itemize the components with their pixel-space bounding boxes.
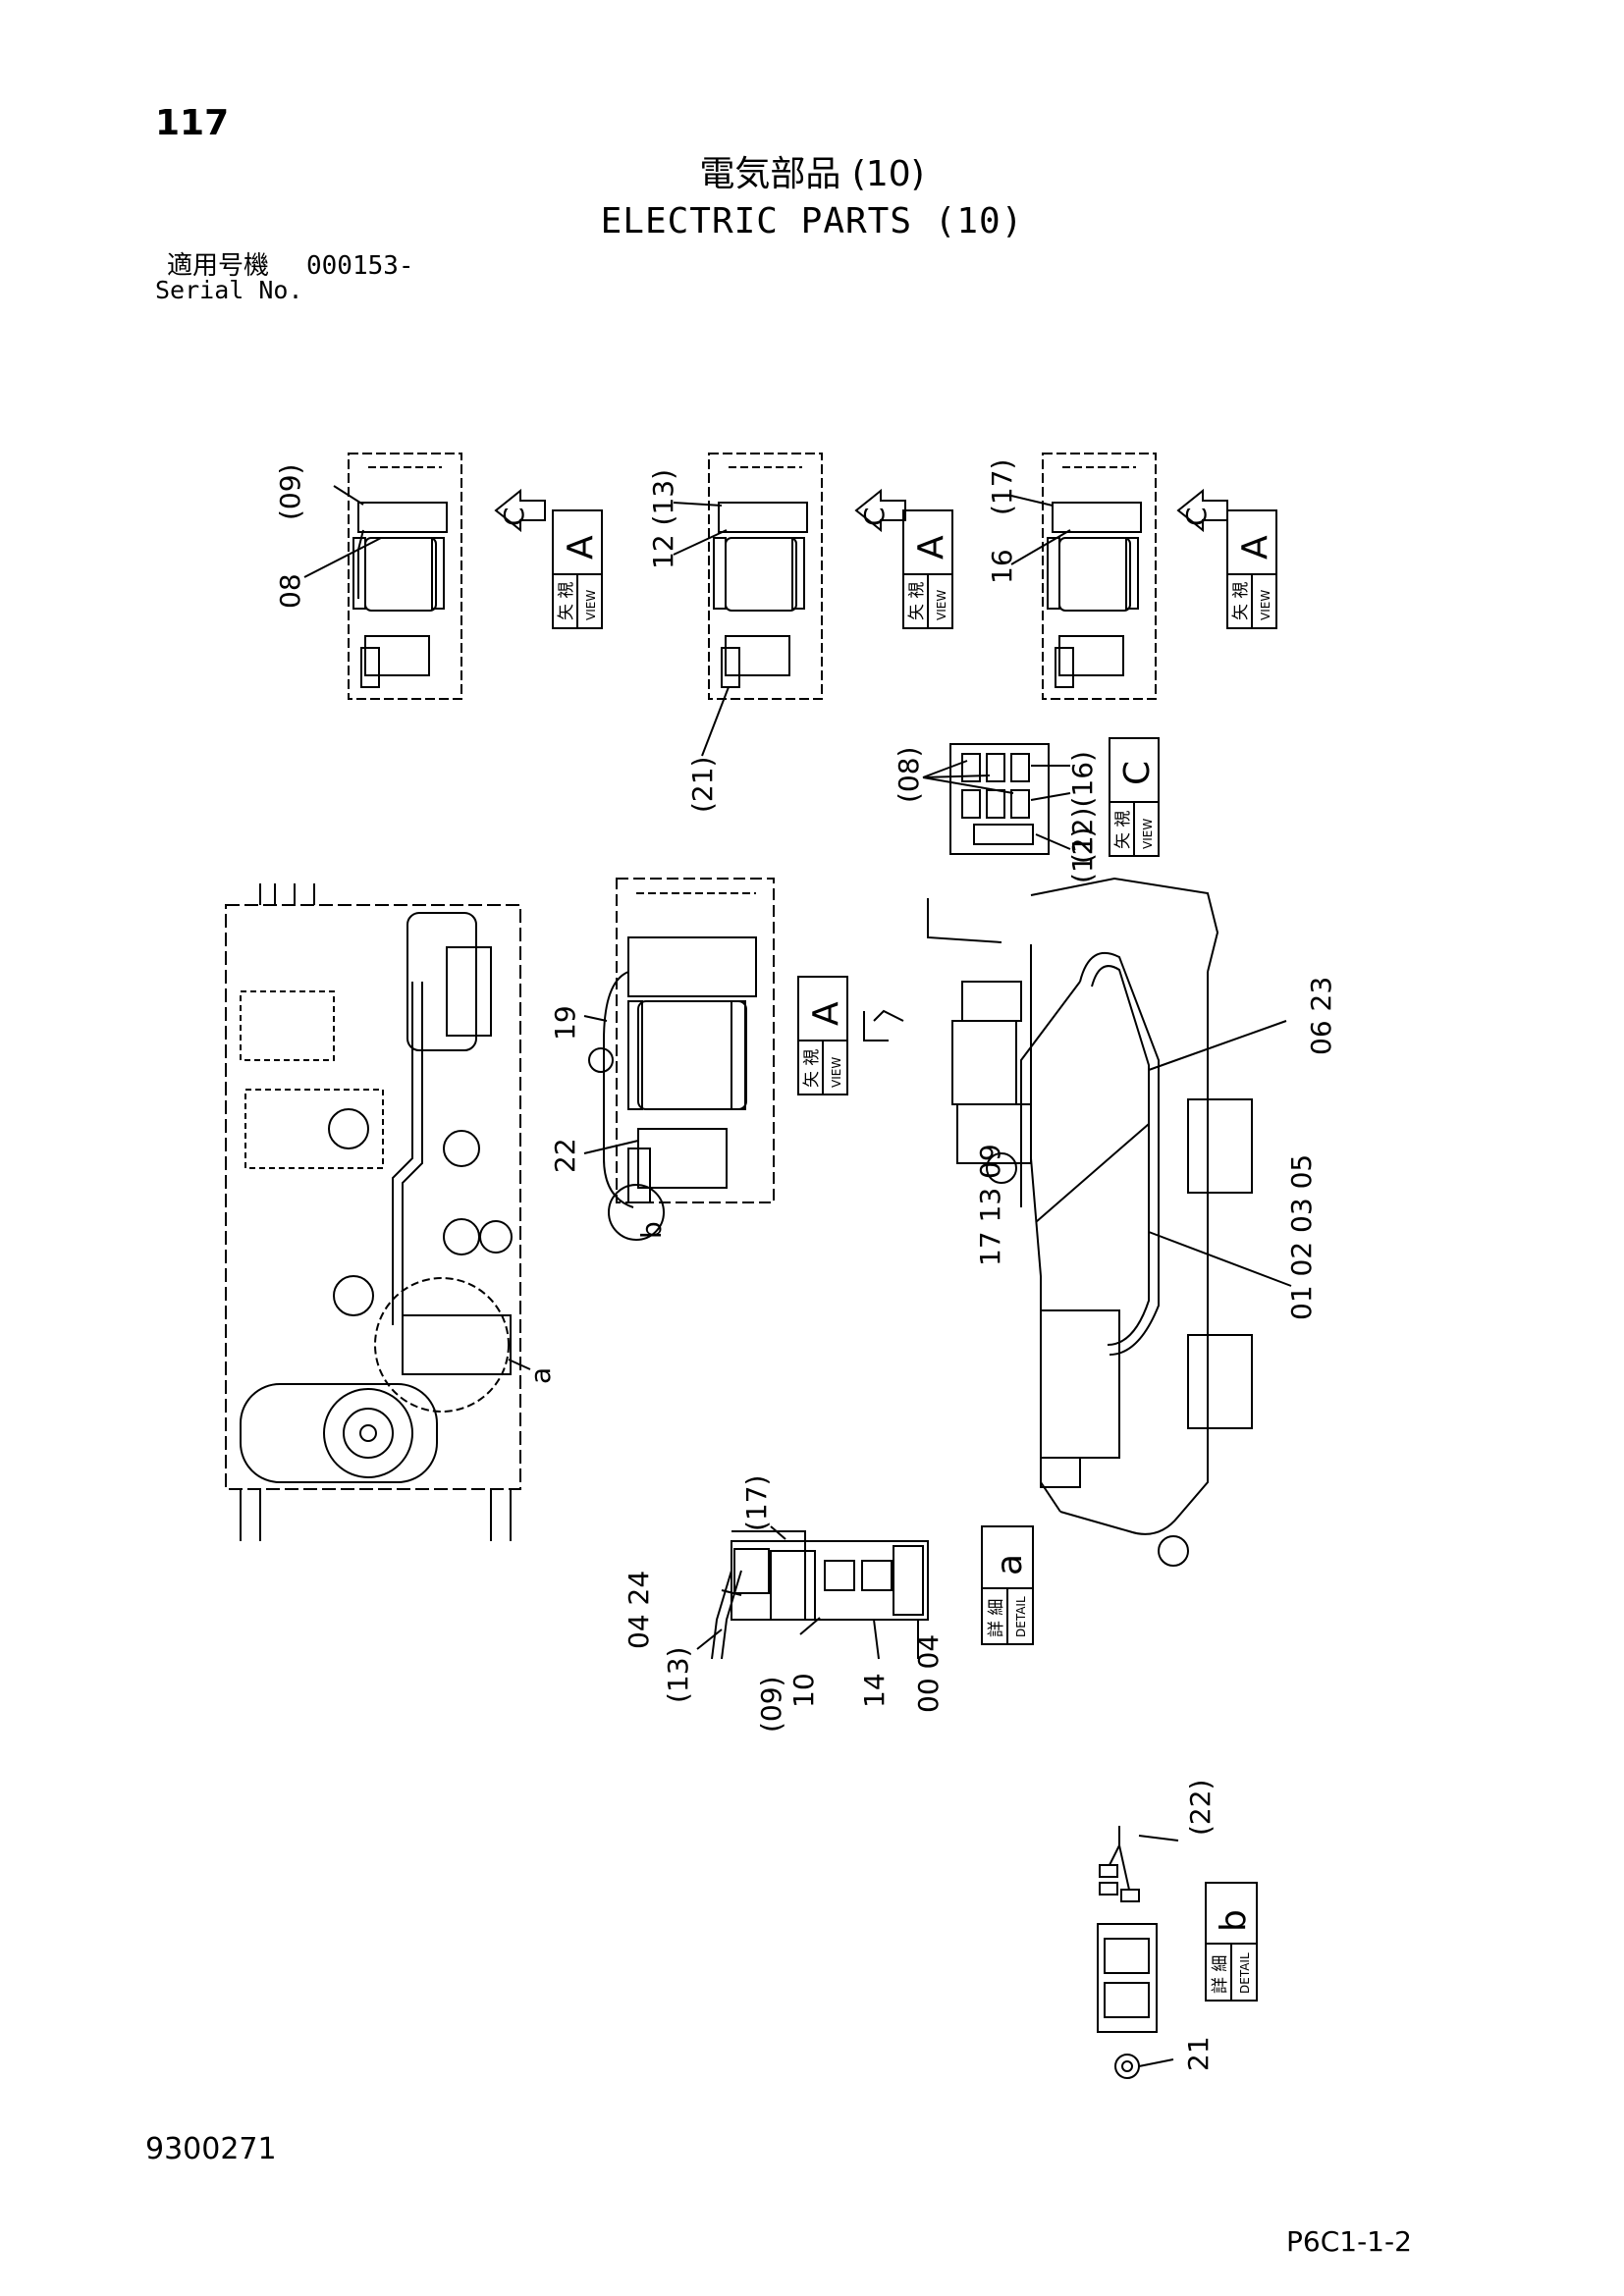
detail-a-letter: a [990, 1554, 1030, 1575]
view-c-kanji: 矢 視 [1113, 811, 1133, 849]
view-a-main-caption: VIEW [830, 1057, 843, 1088]
iso-callout-06-23: 06 23 [1305, 977, 1337, 1055]
detail-b-kanji: 詳 細 [1211, 1955, 1230, 1994]
view-a-3-kanji: 矢 視 [1231, 582, 1251, 620]
detail-a-callout-13: (13) [662, 1647, 694, 1703]
detail-a-callout-00-04: 00 04 [912, 1634, 945, 1713]
iso-callout-17-13-09: 17 13 09 [974, 1144, 1006, 1266]
view-a-3-callout-17: (17) [986, 459, 1018, 515]
detail-b-callout-22: (22) [1184, 1780, 1217, 1836]
view-a-1: (09) 08 C A 矢 視 VIEW [274, 453, 603, 700]
iso-frame-view: 06 23 17 13 09 01 02 03 05 [863, 877, 1337, 1567]
view-a-1-callout-08: 08 [274, 573, 306, 609]
view-a-3: (17) 16 C A 矢 視 VIEW [986, 453, 1277, 700]
detail-a-kanji: 詳 細 [987, 1599, 1006, 1637]
document-number: 9300271 [145, 2132, 277, 2166]
detail-a-callout-10: 10 [787, 1673, 820, 1708]
detail-a: (17) 04 24 (13) (09) 10 14 00 04 a 詳 細 D… [623, 1475, 1034, 1733]
view-a-1-caption: VIEW [584, 590, 598, 620]
detail-a-callout-09: (09) [755, 1677, 787, 1733]
view-a-2-caption: VIEW [935, 590, 948, 620]
detail-b: (22) 21 b 詳 細 DETAIL [1097, 1780, 1258, 2079]
view-a-1-arrow-letter: C [498, 507, 530, 526]
view-a-main-callout-22: 22 [549, 1138, 581, 1173]
view-c-callout-12-16: (12)(16) [1066, 751, 1099, 864]
view-c: (08) (12)(16) (12) C 矢 視 VIEW [893, 737, 1160, 883]
detail-b-callout-21: 21 [1182, 2036, 1215, 2071]
view-a-3-arrow-letter: C [1180, 507, 1213, 526]
view-a-2-kanji: 矢 視 [907, 582, 927, 620]
detail-b-letter: b [1214, 1909, 1254, 1932]
view-a-1-letter: A [561, 535, 601, 560]
view-a-2-callout-21: (21) [686, 757, 719, 813]
detail-a-callout-14: 14 [858, 1673, 891, 1708]
frame-marker-a: a [524, 1367, 557, 1384]
main-frame-view: a [225, 883, 557, 1541]
view-a-3-callout-16: 16 [986, 549, 1018, 584]
detail-a-callout-17: (17) [740, 1475, 773, 1531]
view-a-2: 12 (13) (21) C A 矢 視 VIEW [647, 453, 953, 813]
view-c-caption: VIEW [1141, 819, 1155, 849]
view-a-3-letter: A [1235, 535, 1275, 560]
detail-a-callout-04-24: 04 24 [623, 1571, 655, 1649]
view-a-2-arrow-letter: C [858, 507, 891, 526]
view-a-main: 19 22 b A 矢 視 VIEW [549, 878, 848, 1241]
view-c-callout-12: (12) [1066, 828, 1099, 883]
view-a-main-kanji: 矢 視 [802, 1049, 822, 1088]
serial-label-japanese: 適用号機 [167, 251, 270, 281]
view-a-1-callout-09: (09) [274, 464, 306, 520]
page-number: 117 [155, 103, 230, 143]
serial-value: 000153- [306, 251, 414, 281]
view-a-2-callout-12-13: 12 (13) [647, 469, 679, 569]
title-japanese: 電気部品 (10) [699, 154, 925, 194]
view-c-letter: C [1117, 761, 1158, 785]
view-a-main-callout-19: 19 [549, 1005, 581, 1041]
view-a-main-letter: A [806, 1001, 846, 1026]
iso-callout-01-02-03-05: 01 02 03 05 [1285, 1154, 1318, 1320]
title-english: ELECTRIC PARTS (10) [600, 201, 1024, 241]
detail-b-caption: DETAIL [1238, 1952, 1252, 1994]
view-c-callout-08: (08) [893, 747, 925, 803]
view-a-1-kanji: 矢 視 [557, 582, 576, 620]
view-a-3-caption: VIEW [1259, 590, 1272, 620]
figure-reference: P6C1-1-2 [1286, 2225, 1412, 2258]
view-a-2-letter: A [911, 535, 951, 560]
view-a-main-callout-b: b [635, 1221, 668, 1239]
serial-label-english: Serial No. [155, 276, 303, 304]
detail-a-caption: DETAIL [1014, 1596, 1028, 1637]
